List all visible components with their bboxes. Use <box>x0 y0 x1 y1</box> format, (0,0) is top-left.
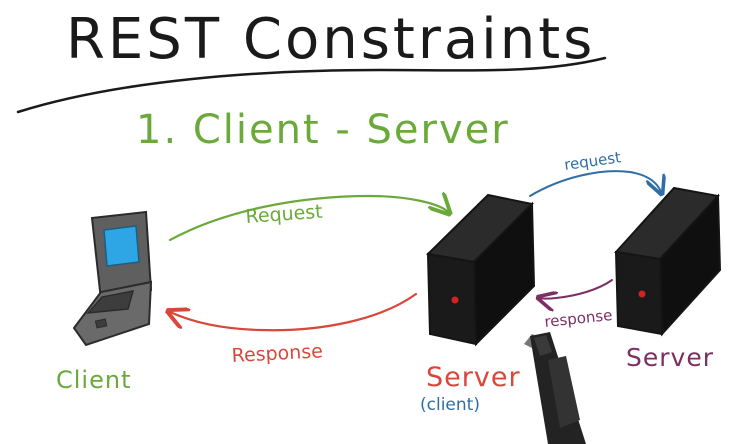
request-small-arrow <box>529 170 661 196</box>
response-small-label: response <box>544 306 614 331</box>
title: REST Constraints <box>66 7 595 72</box>
laptop-icon <box>72 210 153 347</box>
response-small-arrow <box>540 279 613 299</box>
server-right-label: Server <box>626 343 714 372</box>
subtitle: 1. Client - Server <box>136 107 510 153</box>
request-arrow <box>168 196 448 242</box>
server-tower-icon <box>425 193 536 347</box>
request-label: Request <box>245 201 324 228</box>
title-underline <box>16 56 607 114</box>
server-middle-note: (client) <box>420 395 480 415</box>
pen-icon <box>524 332 586 444</box>
server-middle-label: Server <box>426 362 521 393</box>
response-label: Response <box>231 340 323 367</box>
server-tower-icon <box>614 186 722 337</box>
client-label: Client <box>56 366 131 394</box>
request-small-label: request <box>563 148 622 174</box>
response-arrow <box>170 292 418 332</box>
